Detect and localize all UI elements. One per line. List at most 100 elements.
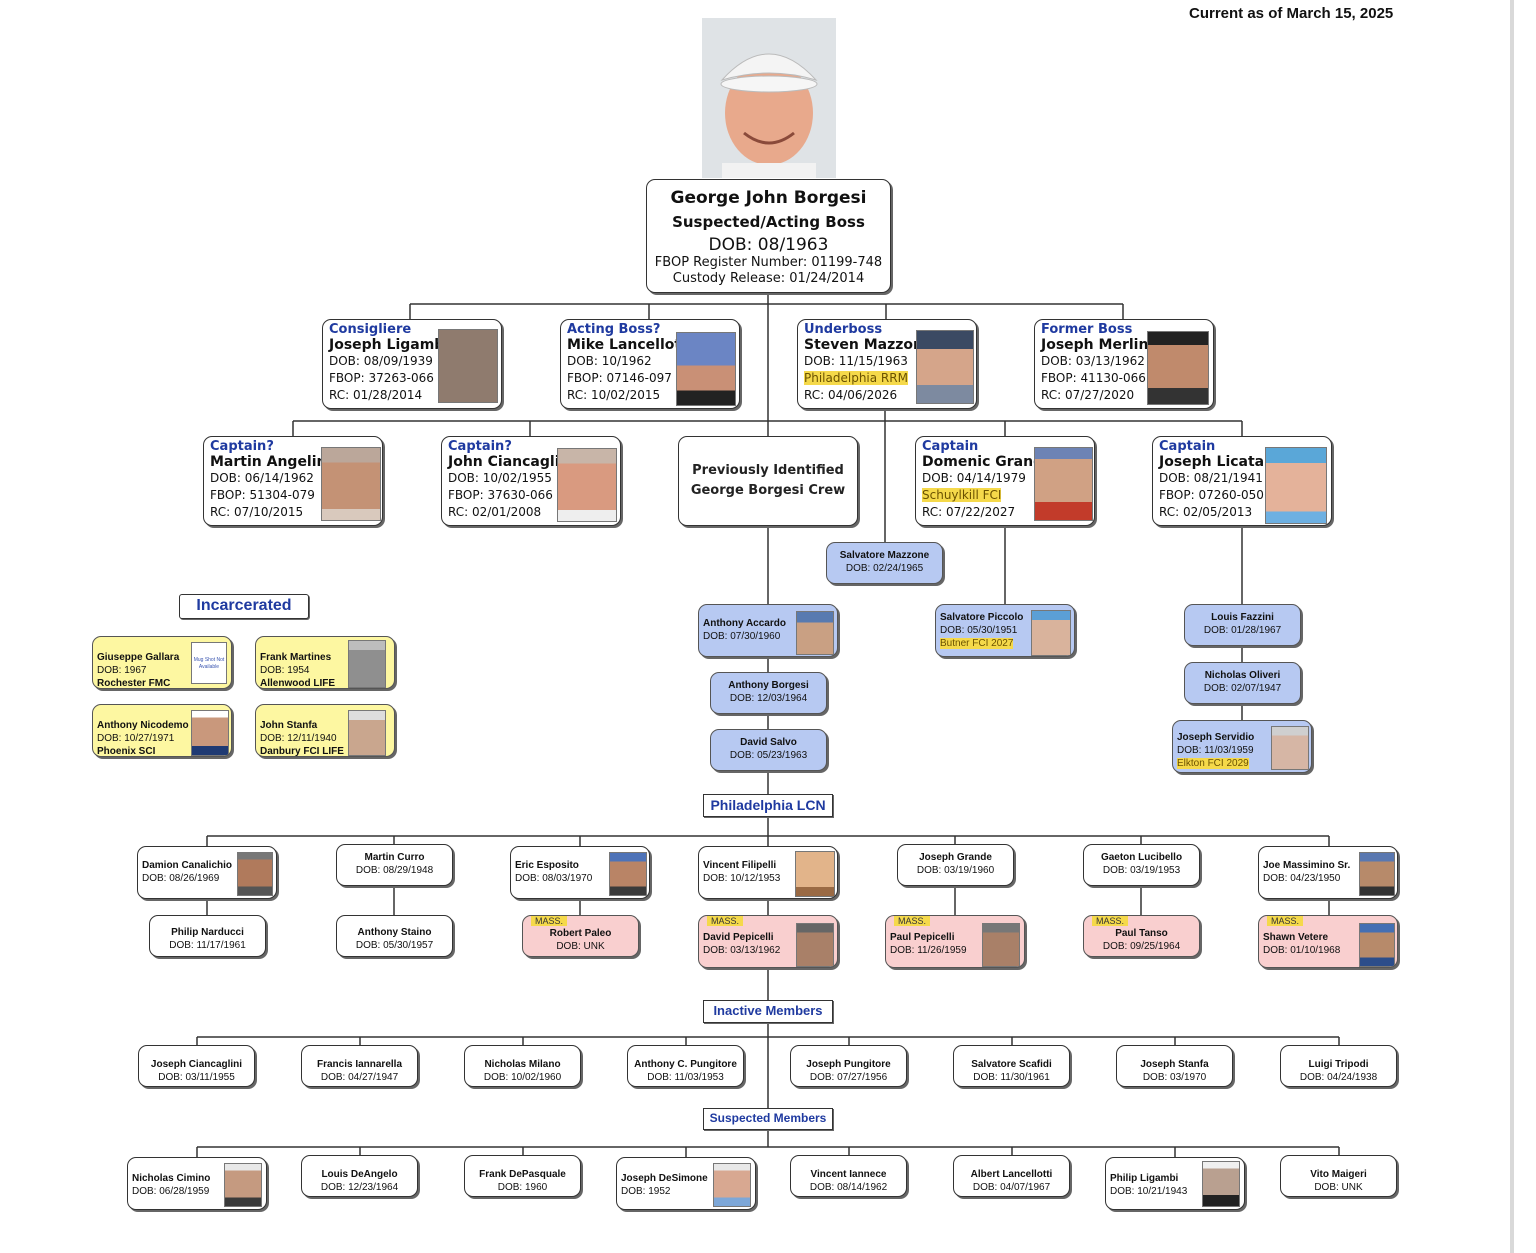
- member-name: Gaeton Lucibello: [1100, 852, 1183, 863]
- member-dob: DOB: 07/30/1960: [703, 631, 781, 642]
- incarcerated-card: Giuseppe Gallara DOB: 1967 Rochester FMC…: [92, 636, 232, 689]
- member-location: Phoenix SCI: [97, 746, 156, 757]
- member-photo: [609, 852, 647, 896]
- leader-fbop: FBOP: 07146-097: [567, 371, 672, 385]
- member-name: Louis DeAngelo: [321, 1169, 398, 1180]
- leader-card: Underboss Steven Mazzone DOB: 11/15/1963…: [797, 319, 977, 409]
- mass-badge: MASS.: [1267, 916, 1304, 926]
- leader-location: Philadelphia RRM: [804, 371, 908, 385]
- captain-role: Captain: [922, 439, 979, 454]
- member-name: Louis Fazzini: [1211, 612, 1274, 623]
- member-dob: DOB: 11/30/1961: [973, 1072, 1050, 1083]
- lcn-member-card: MASS. David Pepicelli DOB: 03/13/1962: [698, 915, 838, 968]
- lcn-member-card: MASS. Paul Tanso DOB: 09/25/1964: [1083, 915, 1200, 957]
- captain-photo: [1034, 447, 1093, 521]
- member-name: Joseph Ciancaglini: [150, 1059, 243, 1070]
- member-photo: [348, 710, 386, 756]
- leader-photo: [438, 329, 498, 403]
- member-dob: DOB: 04/27/1947: [320, 1072, 399, 1083]
- member-card: Anthony Borgesi DOB: 12/03/1964: [710, 672, 827, 714]
- current-as-of-date: Current as of March 15, 2025: [1189, 5, 1394, 22]
- leader-rc: RC: 10/02/2015: [567, 388, 661, 402]
- member-dob: DOB: UNK: [1314, 1182, 1363, 1193]
- member-name: Anthony Borgesi: [728, 680, 809, 691]
- member-dob: DOB: 08/14/1962: [809, 1182, 888, 1193]
- captain-card: Captain? John Ciancaglini DOB: 10/02/195…: [441, 436, 621, 526]
- lcn-member-card: Philip Narducci DOB: 11/17/1961: [149, 915, 266, 957]
- member-dob: DOB: 06/28/1959: [132, 1186, 210, 1197]
- captain-name: Joseph Licata: [1159, 454, 1265, 470]
- lcn-member-card: Joseph Grande DOB: 03/19/1960: [897, 844, 1014, 886]
- member-name: Nicholas Oliveri: [1204, 670, 1281, 681]
- member-dob: DOB: 11/03/1953: [647, 1072, 724, 1083]
- captain-rc: RC: 07/22/2027: [922, 505, 1016, 519]
- captain-name: Domenic Grande: [922, 454, 1053, 470]
- lcn-member-card: Eric Esposito DOB: 08/03/1970: [510, 846, 650, 899]
- captain-fbop: FBOP: 37630-066: [448, 488, 553, 502]
- leader-rc: RC: 04/06/2026: [804, 388, 898, 402]
- member-dob: DOB: 10/27/1971: [97, 733, 175, 744]
- incarcerated-title: Incarcerated: [179, 594, 309, 619]
- member-photo: [796, 611, 834, 655]
- member-dob: DOB: 05/30/1951: [940, 625, 1018, 636]
- captain-card: Captain? Martin Angelina DOB: 06/14/1962…: [203, 436, 383, 526]
- member-location: Allenwood LIFE: [260, 678, 335, 689]
- member-name: Nicholas Milano: [484, 1059, 561, 1070]
- member-name: Paul Pepicelli: [890, 932, 955, 943]
- no-photo-placeholder: Mug Shot Not Available: [191, 642, 227, 684]
- captain-photo: [321, 447, 381, 521]
- member-photo: [348, 640, 386, 688]
- crew-header-card: Previously Identified George Borgesi Cre…: [678, 436, 858, 526]
- leader-card: Consigliere Joseph Ligambi DOB: 08/09/19…: [322, 319, 502, 409]
- member-name: David Pepicelli: [703, 932, 774, 943]
- boss-portrait-icon: [702, 18, 836, 178]
- member-name: Joseph Pungitore: [806, 1059, 891, 1070]
- member-dob: DOB: 02/07/1947: [1203, 683, 1282, 694]
- member-card: Joseph Servidio DOB: 11/03/1959 Elkton F…: [1172, 720, 1312, 773]
- boss-card: George John Borgesi Suspected/Acting Bos…: [646, 179, 891, 293]
- member-card: Salvatore Piccolo DOB: 05/30/1951 Butner…: [935, 604, 1075, 657]
- member-name: Damion Canalichio: [142, 860, 233, 871]
- member-dob: DOB: 08/29/1948: [355, 865, 434, 876]
- member-dob: DOB: 03/19/1953: [1102, 865, 1181, 876]
- captain-rc: RC: 02/05/2013: [1159, 505, 1253, 519]
- member-name: Philip Ligambi: [1110, 1173, 1179, 1184]
- captain-role: Captain: [1159, 439, 1216, 454]
- member-dob: DOB: 11/26/1959: [890, 945, 967, 956]
- mass-badge: MASS.: [894, 916, 931, 926]
- member-dob: DOB: 08/26/1969: [142, 873, 220, 884]
- leader-photo: [916, 330, 974, 404]
- crew-header-line1: Previously Identified: [692, 463, 844, 478]
- lcn-member-card: MASS. Robert Paleo DOB: UNK: [522, 915, 639, 957]
- captain-rc: RC: 02/01/2008: [448, 505, 542, 519]
- member-photo: [1202, 1161, 1240, 1207]
- captain-fbop: FBOP: 07260-050: [1159, 488, 1264, 502]
- leader-dob: DOB: 03/13/1962: [1041, 354, 1145, 368]
- leader-role: Former Boss: [1041, 322, 1133, 337]
- member-dob: DOB: 11/03/1959: [1177, 745, 1254, 756]
- captain-card: Captain Domenic Grande DOB: 04/14/1979 S…: [915, 436, 1095, 526]
- member-location: Rochester FMC: [97, 678, 171, 689]
- lcn-member-card: Anthony Staino DOB: 05/30/1957: [336, 915, 453, 957]
- leader-role: Acting Boss?: [567, 322, 661, 337]
- member-name: Salvatore Scafidi: [971, 1059, 1052, 1070]
- incarcerated-card: John Stanfa DOB: 12/11/1940 Danbury FCI …: [255, 704, 395, 757]
- member-dob: DOB: 12/11/1940: [260, 733, 337, 744]
- member-name: Anthony Accardo: [703, 618, 786, 629]
- member-name: Joseph Servidio: [1177, 732, 1255, 743]
- member-name: Anthony Nicodemo: [97, 720, 189, 731]
- member-dob: DOB: 03/19/1960: [916, 865, 995, 876]
- member-dob: DOB: 05/30/1957: [355, 940, 434, 951]
- mass-badge: MASS.: [707, 916, 744, 926]
- member-photo: [713, 1163, 751, 1207]
